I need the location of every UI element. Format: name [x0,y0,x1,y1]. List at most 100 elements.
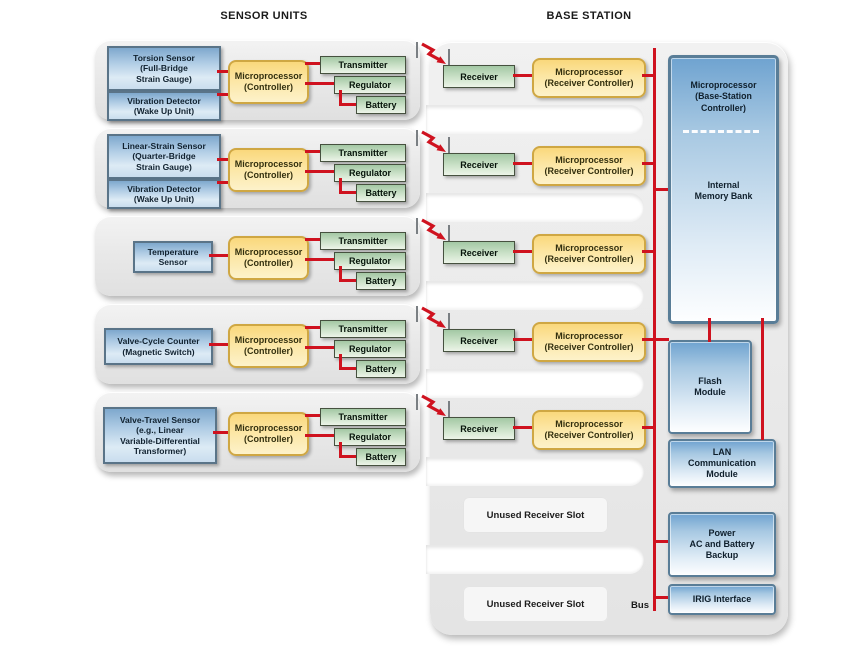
panel-notch [426,193,644,222]
connector-line [656,188,668,191]
panel-notch [426,545,644,574]
connector-line [513,74,532,77]
battery-box: Battery [356,272,406,290]
wireless-link-icon [421,394,446,416]
connector-line [642,74,656,77]
wireless-link-icon [421,306,446,328]
flash-module-box: Flash Module [668,340,752,434]
controller-box: Microprocessor (Controller) [228,60,309,104]
connector-line [642,250,656,253]
connector-line [339,266,342,282]
sensor-box: Valve-Cycle Counter (Magnetic Switch) [104,328,213,365]
regulator-box: Regulator [334,340,406,358]
connector-line [217,158,228,161]
connector-line [305,326,320,329]
panel-notch [426,281,644,310]
connector-line [339,191,356,194]
base-station-controller-label: Microprocessor (Base-Station Controller) [690,80,757,113]
antenna-icon [448,313,450,330]
base-station-heading: BASE STATION [546,10,632,22]
receiver-controller-box: Microprocessor (Receiver Controller) [532,234,646,274]
regulator-box: Regulator [334,76,406,94]
receiver-controller-box: Microprocessor (Receiver Controller) [532,58,646,98]
sensor-box: Valve-Travel Sensor (e.g., Linear Variab… [103,407,217,464]
connector-line [642,162,656,165]
battery-box: Battery [356,448,406,466]
connector-line [339,178,342,194]
connector-line [339,279,356,282]
bus-label: Bus [631,600,649,611]
antenna-icon [416,394,418,410]
antenna-icon [416,306,418,322]
connector-line [305,434,334,437]
wireless-link-icon [421,218,446,240]
connector-line [339,367,356,370]
bus-line [653,48,656,611]
regulator-box: Regulator [334,164,406,182]
antenna-icon [448,401,450,418]
connector-line [339,103,356,106]
wireless-link-icon [421,42,446,64]
memory-bank-label: Internal Memory Bank [694,180,753,202]
receiver-box: Receiver [443,241,515,264]
battery-box: Battery [356,360,406,378]
connector-line [305,258,334,261]
receiver-controller-box: Microprocessor (Receiver Controller) [532,410,646,450]
antenna-icon [448,137,450,154]
connector-line [656,540,668,543]
transmitter-box: Transmitter [320,320,406,338]
controller-box: Microprocessor (Controller) [228,324,309,368]
connector-line [217,93,228,96]
connector-line [513,338,532,341]
receiver-box: Receiver [443,65,515,88]
controller-box: Microprocessor (Controller) [228,236,309,280]
sensor-box: Torsion Sensor (Full-Bridge Strain Gauge… [107,46,221,91]
connector-line [305,82,334,85]
unused-slot: Unused Receiver Slot [463,586,608,622]
connector-line [305,346,334,349]
antenna-icon [416,130,418,146]
sensor-box: Vibration Detector (Wake Up Unit) [107,179,221,209]
receiver-box: Receiver [443,153,515,176]
transmitter-box: Transmitter [320,56,406,74]
connector-line [339,455,356,458]
connector-line [339,90,342,106]
receiver-box: Receiver [443,329,515,352]
transmitter-box: Transmitter [320,232,406,250]
connector-line [656,596,668,599]
panel-notch [426,105,644,134]
receiver-controller-box: Microprocessor (Receiver Controller) [532,146,646,186]
sensor-box: Vibration Detector (Wake Up Unit) [107,91,221,121]
connector-line [305,414,320,417]
controller-box: Microprocessor (Controller) [228,412,309,456]
connector-line [642,426,656,429]
connector-line [213,431,228,434]
connector-line [305,62,320,65]
connector-line [209,254,228,257]
wireless-link-icon [421,130,446,152]
sensor-units-heading: SENSOR UNITS [220,10,308,22]
connector-line [217,181,228,184]
connector-line [209,343,228,346]
unused-slot: Unused Receiver Slot [463,497,608,533]
power-module-box: Power AC and Battery Backup [668,512,776,577]
base-station-controller-box: Microprocessor (Base-Station Controller)… [668,55,779,324]
sensor-box: Temperature Sensor [133,241,213,273]
antenna-icon [416,218,418,234]
connector-line [305,238,320,241]
antenna-icon [416,42,418,58]
transmitter-box: Transmitter [320,144,406,162]
connector-line [513,250,532,253]
antenna-icon [448,49,450,66]
panel-notch [426,457,644,486]
regulator-box: Regulator [334,428,406,446]
lan-module-box: LAN Communication Module [668,439,776,488]
connector-line [513,426,532,429]
dashed-divider [683,130,759,133]
connector-line [217,70,228,73]
battery-box: Battery [356,184,406,202]
receiver-controller-box: Microprocessor (Receiver Controller) [532,322,646,362]
regulator-box: Regulator [334,252,406,270]
connector-line [305,170,334,173]
